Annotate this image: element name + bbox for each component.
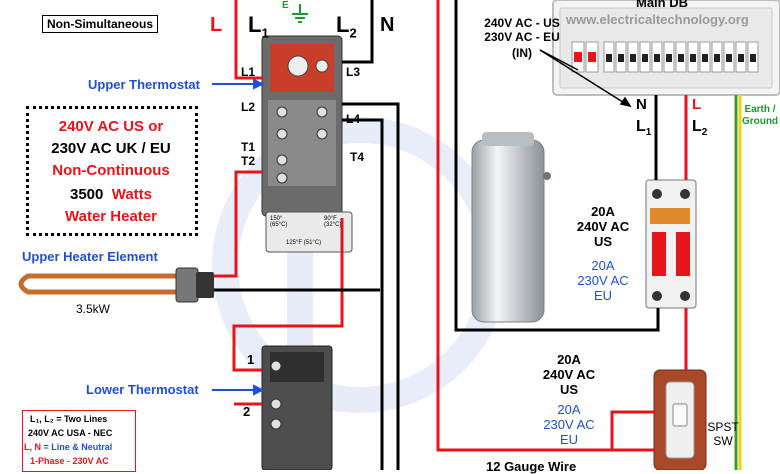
terminal-l4: L4 [346, 112, 361, 126]
spec-box [26, 106, 198, 236]
terminal-l2: L2 [241, 100, 256, 114]
main-db-watermark: www.electricaltechnology.org [566, 12, 749, 27]
top-l1-label: L1 [248, 12, 269, 41]
legend-line1: L₁, L₂ = Two Lines [30, 414, 108, 424]
main-db-panel [552, 0, 780, 96]
dial-right-label: 90°F (32°C) [324, 216, 342, 228]
lower-thermostat-label: Lower Thermostat [86, 382, 199, 397]
terminal-t4: T4 [350, 150, 365, 164]
upper-heater-element [18, 267, 214, 303]
terminal-t2: T2 [241, 154, 256, 168]
top-n-label: N [380, 14, 395, 36]
terminal-l1: L1 [241, 65, 256, 79]
main-db-title: Main DB [636, 0, 688, 10]
db-out-l2: L2 [692, 118, 708, 139]
earth-label: E [282, 0, 289, 11]
db-pointer-lines [539, 49, 632, 108]
lower-thermostat-body [261, 345, 333, 470]
neutral-wires-black [214, 0, 660, 470]
water-heater-tank [471, 132, 551, 323]
earth-ground-label: Earth /Ground [741, 104, 779, 127]
upper-element-label: Upper Heater Element [22, 249, 158, 264]
legend-line3: L, N = Line & Neutral [24, 442, 113, 452]
title-badge: Non-Simultaneous [42, 15, 159, 33]
earth-wire [734, 95, 742, 470]
dial-left-label: 150° (65°C) [270, 216, 288, 228]
supply-line2: 230V AC - EU [484, 30, 560, 44]
double-pole-breaker [645, 179, 697, 309]
supply-line3: (IN) [512, 46, 532, 60]
spec-line5: Water Heater [65, 208, 157, 225]
legend-line2: 240V AC USA - NEC [28, 428, 113, 438]
terminal-t1: T1 [241, 140, 256, 154]
spec-line4: 3500 Watts [70, 186, 152, 203]
spec-line1: 240V AC US or [58, 118, 164, 135]
spst-switch [653, 369, 707, 470]
terminal-l3: L3 [346, 65, 361, 79]
element-rating: 3.5kW [76, 302, 111, 316]
supply-line1: 240V AC - US [484, 16, 560, 30]
spec-line2: 230V AC UK / EU [51, 140, 171, 157]
lower-terminal-2: 2 [243, 404, 251, 419]
db-out-l: L [692, 96, 702, 113]
upper-thermostat-body [261, 35, 353, 253]
top-l-label: L [210, 14, 223, 36]
spec-line3: Non-Continuous [52, 162, 170, 179]
legend-line4: 1-Phase - 230V AC [30, 456, 109, 466]
top-l2-label: L2 [336, 12, 357, 41]
db-out-l1: L1 [636, 118, 652, 139]
lower-terminal-1: 1 [247, 352, 255, 367]
db-out-n: N [636, 96, 647, 113]
dial-bottom-label: 125°F (51°C) [286, 240, 322, 246]
upper-thermostat-label: Upper Thermostat [88, 77, 200, 92]
wire-gauge-label: 12 Gauge Wire [486, 459, 577, 474]
earth-symbol-icon [292, 4, 308, 23]
pointer-arrows [212, 78, 265, 396]
